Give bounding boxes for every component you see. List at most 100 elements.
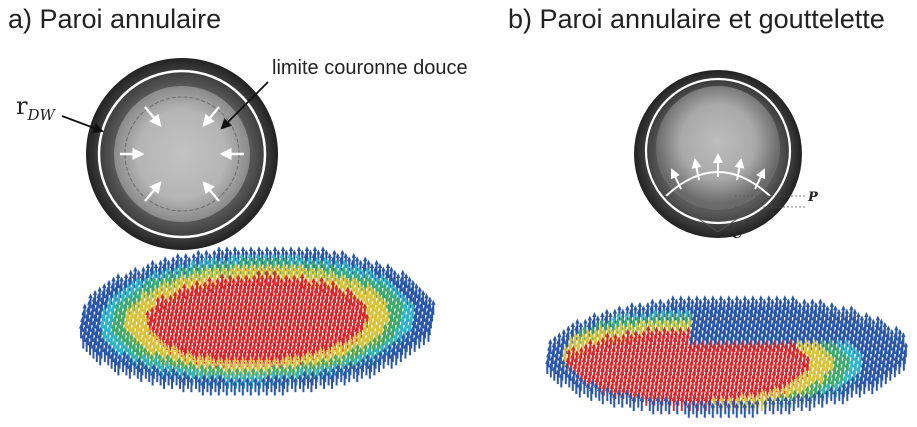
- spin-arrow-head: [402, 303, 407, 309]
- spin-arrow-head: [373, 266, 378, 272]
- spin-arrow-head: [143, 363, 149, 369]
- spin-arrow-head: [659, 370, 665, 376]
- spin-arrow-head: [110, 283, 115, 289]
- spin-arrow-head: [190, 284, 195, 290]
- inner-disk: [114, 86, 250, 222]
- spin-arrow-head: [242, 304, 247, 310]
- spin-arrow-head: [639, 343, 645, 349]
- spin-arrow-head: [263, 363, 269, 369]
- spin-arrow-head: [870, 325, 875, 331]
- spin-arrow-head: [730, 377, 735, 382]
- spin-arrow-head: [277, 307, 283, 313]
- spin-arrow-head: [750, 380, 755, 386]
- spin-arrow-head: [744, 335, 750, 341]
- spin-arrow-head: [166, 259, 171, 265]
- spin-arrow-head: [387, 296, 393, 302]
- spin-arrow-head: [693, 356, 699, 362]
- spin-arrow-head: [862, 325, 867, 331]
- spin-arrow-head: [224, 357, 230, 363]
- spin-arrow-head: [879, 318, 884, 324]
- spin-arrow-head: [348, 360, 353, 366]
- spin-arrow-head: [301, 377, 306, 383]
- spin-arrow-head: [752, 366, 757, 372]
- spin-arrow-head: [418, 303, 423, 309]
- spin-arrow-head: [695, 318, 700, 324]
- spin-arrow-head: [677, 333, 682, 339]
- spin-arrow-head: [299, 297, 305, 303]
- spin-arrow-head: [888, 335, 894, 341]
- spin-arrow-head: [709, 356, 715, 362]
- spin-arrow-head: [280, 246, 286, 252]
- spin-arrow-head: [768, 335, 774, 341]
- spin-arrow-head: [189, 377, 194, 383]
- spin-arrow-head: [327, 301, 332, 307]
- spin-arrow-head: [118, 323, 124, 329]
- spin-arrow-head: [741, 332, 746, 338]
- spin-arrow-head: [715, 315, 721, 321]
- spin-arrow-head: [726, 350, 732, 356]
- spin-arrow-head: [670, 295, 676, 301]
- spin-arrow-head: [188, 360, 193, 366]
- spin-arrow-head: [723, 370, 729, 376]
- spin-arrow-head: [374, 283, 379, 289]
- spin-arrow-head: [289, 373, 295, 379]
- spin-arrow-head: [698, 353, 703, 359]
- spin-arrow-head: [794, 375, 799, 381]
- spin-arrow-head: [145, 310, 150, 315]
- spin-arrow-head: [868, 338, 873, 344]
- spin-arrow-head: [810, 352, 815, 358]
- spin-arrow-head: [638, 380, 643, 386]
- spin-arrow-head: [154, 350, 159, 356]
- spin-arrow-head: [318, 370, 323, 376]
- spin-arrow-head: [338, 350, 343, 356]
- spin-arrow-head: [870, 348, 876, 354]
- spin-arrow-head: [601, 383, 606, 389]
- spin-arrow-head: [332, 291, 338, 297]
- spin-arrow-head: [742, 350, 748, 356]
- spin-arrow-head: [302, 284, 307, 290]
- spin-arrow-head: [204, 338, 209, 344]
- spin-arrow-head: [363, 273, 369, 279]
- spin-arrow-head: [131, 343, 136, 349]
- spin-arrow-head: [395, 343, 400, 349]
- spin-arrow-head: [280, 380, 286, 386]
- spin-arrow-head: [197, 266, 202, 272]
- spin-arrow-head: [718, 325, 723, 331]
- spin-arrow-head: [792, 335, 798, 341]
- spin-arrow-head: [106, 303, 111, 309]
- spin-arrow-head: [162, 350, 167, 356]
- spin-arrow-head: [315, 273, 321, 279]
- spin-arrow-head: [803, 315, 809, 321]
- spin-arrow-head: [776, 366, 781, 372]
- spin-arrow-head: [585, 382, 590, 388]
- spin-arrow-head: [666, 377, 671, 382]
- spin-arrow-head: [145, 333, 150, 339]
- spin-arrow-head: [815, 318, 820, 324]
- spin-arrow-head: [361, 333, 366, 339]
- spin-arrow-head: [331, 343, 336, 349]
- spin-arrow-head: [347, 321, 352, 327]
- spin-arrow-head: [631, 343, 637, 349]
- spin-arrow-head: [632, 366, 637, 372]
- spin-arrow-head: [138, 279, 144, 285]
- spin-arrow-head: [733, 301, 739, 307]
- spin-arrow-head: [766, 380, 771, 386]
- spin-arrow-head: [82, 303, 87, 309]
- spin-arrow-head: [254, 284, 259, 290]
- spin-arrow-head: [106, 350, 111, 356]
- spin-arrow-head: [354, 256, 360, 262]
- spin-arrow-head: [325, 307, 331, 313]
- spin-arrow-head: [411, 296, 417, 302]
- spin-arrow-head: [621, 333, 626, 339]
- spin-arrow-head: [774, 325, 779, 331]
- spin-arrow-head: [263, 252, 268, 258]
- spin-arrow-head: [178, 304, 183, 310]
- spin-arrow-head: [634, 322, 640, 328]
- spin-arrow-head: [851, 345, 856, 351]
- spin-arrow-head: [683, 370, 689, 376]
- spin-arrow-head: [842, 352, 847, 358]
- spin-arrow-head: [646, 380, 651, 386]
- spin-arrow-head: [249, 287, 254, 293]
- spin-arrow-head: [686, 295, 692, 301]
- spin-arrow-head: [323, 343, 328, 349]
